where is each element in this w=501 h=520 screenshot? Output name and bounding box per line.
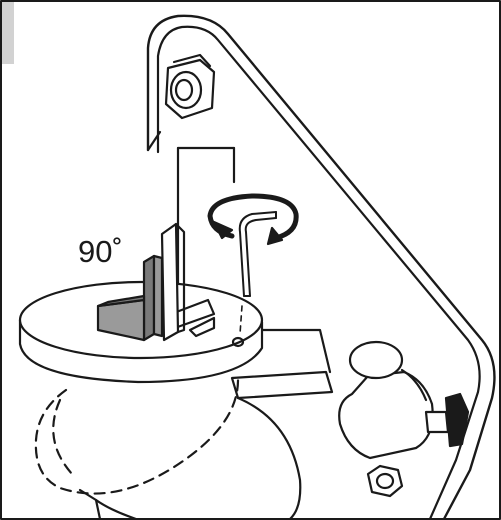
hidden-trunnion [34,378,240,495]
hex-nut-icon [366,464,404,498]
lower-housing-edge [78,488,102,520]
angle-label: 90˚ [78,234,123,269]
corner-tab [0,0,14,64]
try-square [96,254,164,342]
sanding-arm-inner [156,25,481,520]
frame-lower-body [230,370,334,400]
lower-housing-left [94,498,138,520]
upper-pivot-bolt [164,53,216,120]
rotation-arrow-icon [207,193,299,246]
hex-key-icon [238,211,277,335]
belt-guard-edge [146,130,162,152]
lower-housing [236,396,302,520]
sanding-arm-outer [146,14,496,520]
frame-base-edge [248,328,332,374]
tension-knob [338,340,470,460]
sanding-belt-plate [160,222,186,342]
